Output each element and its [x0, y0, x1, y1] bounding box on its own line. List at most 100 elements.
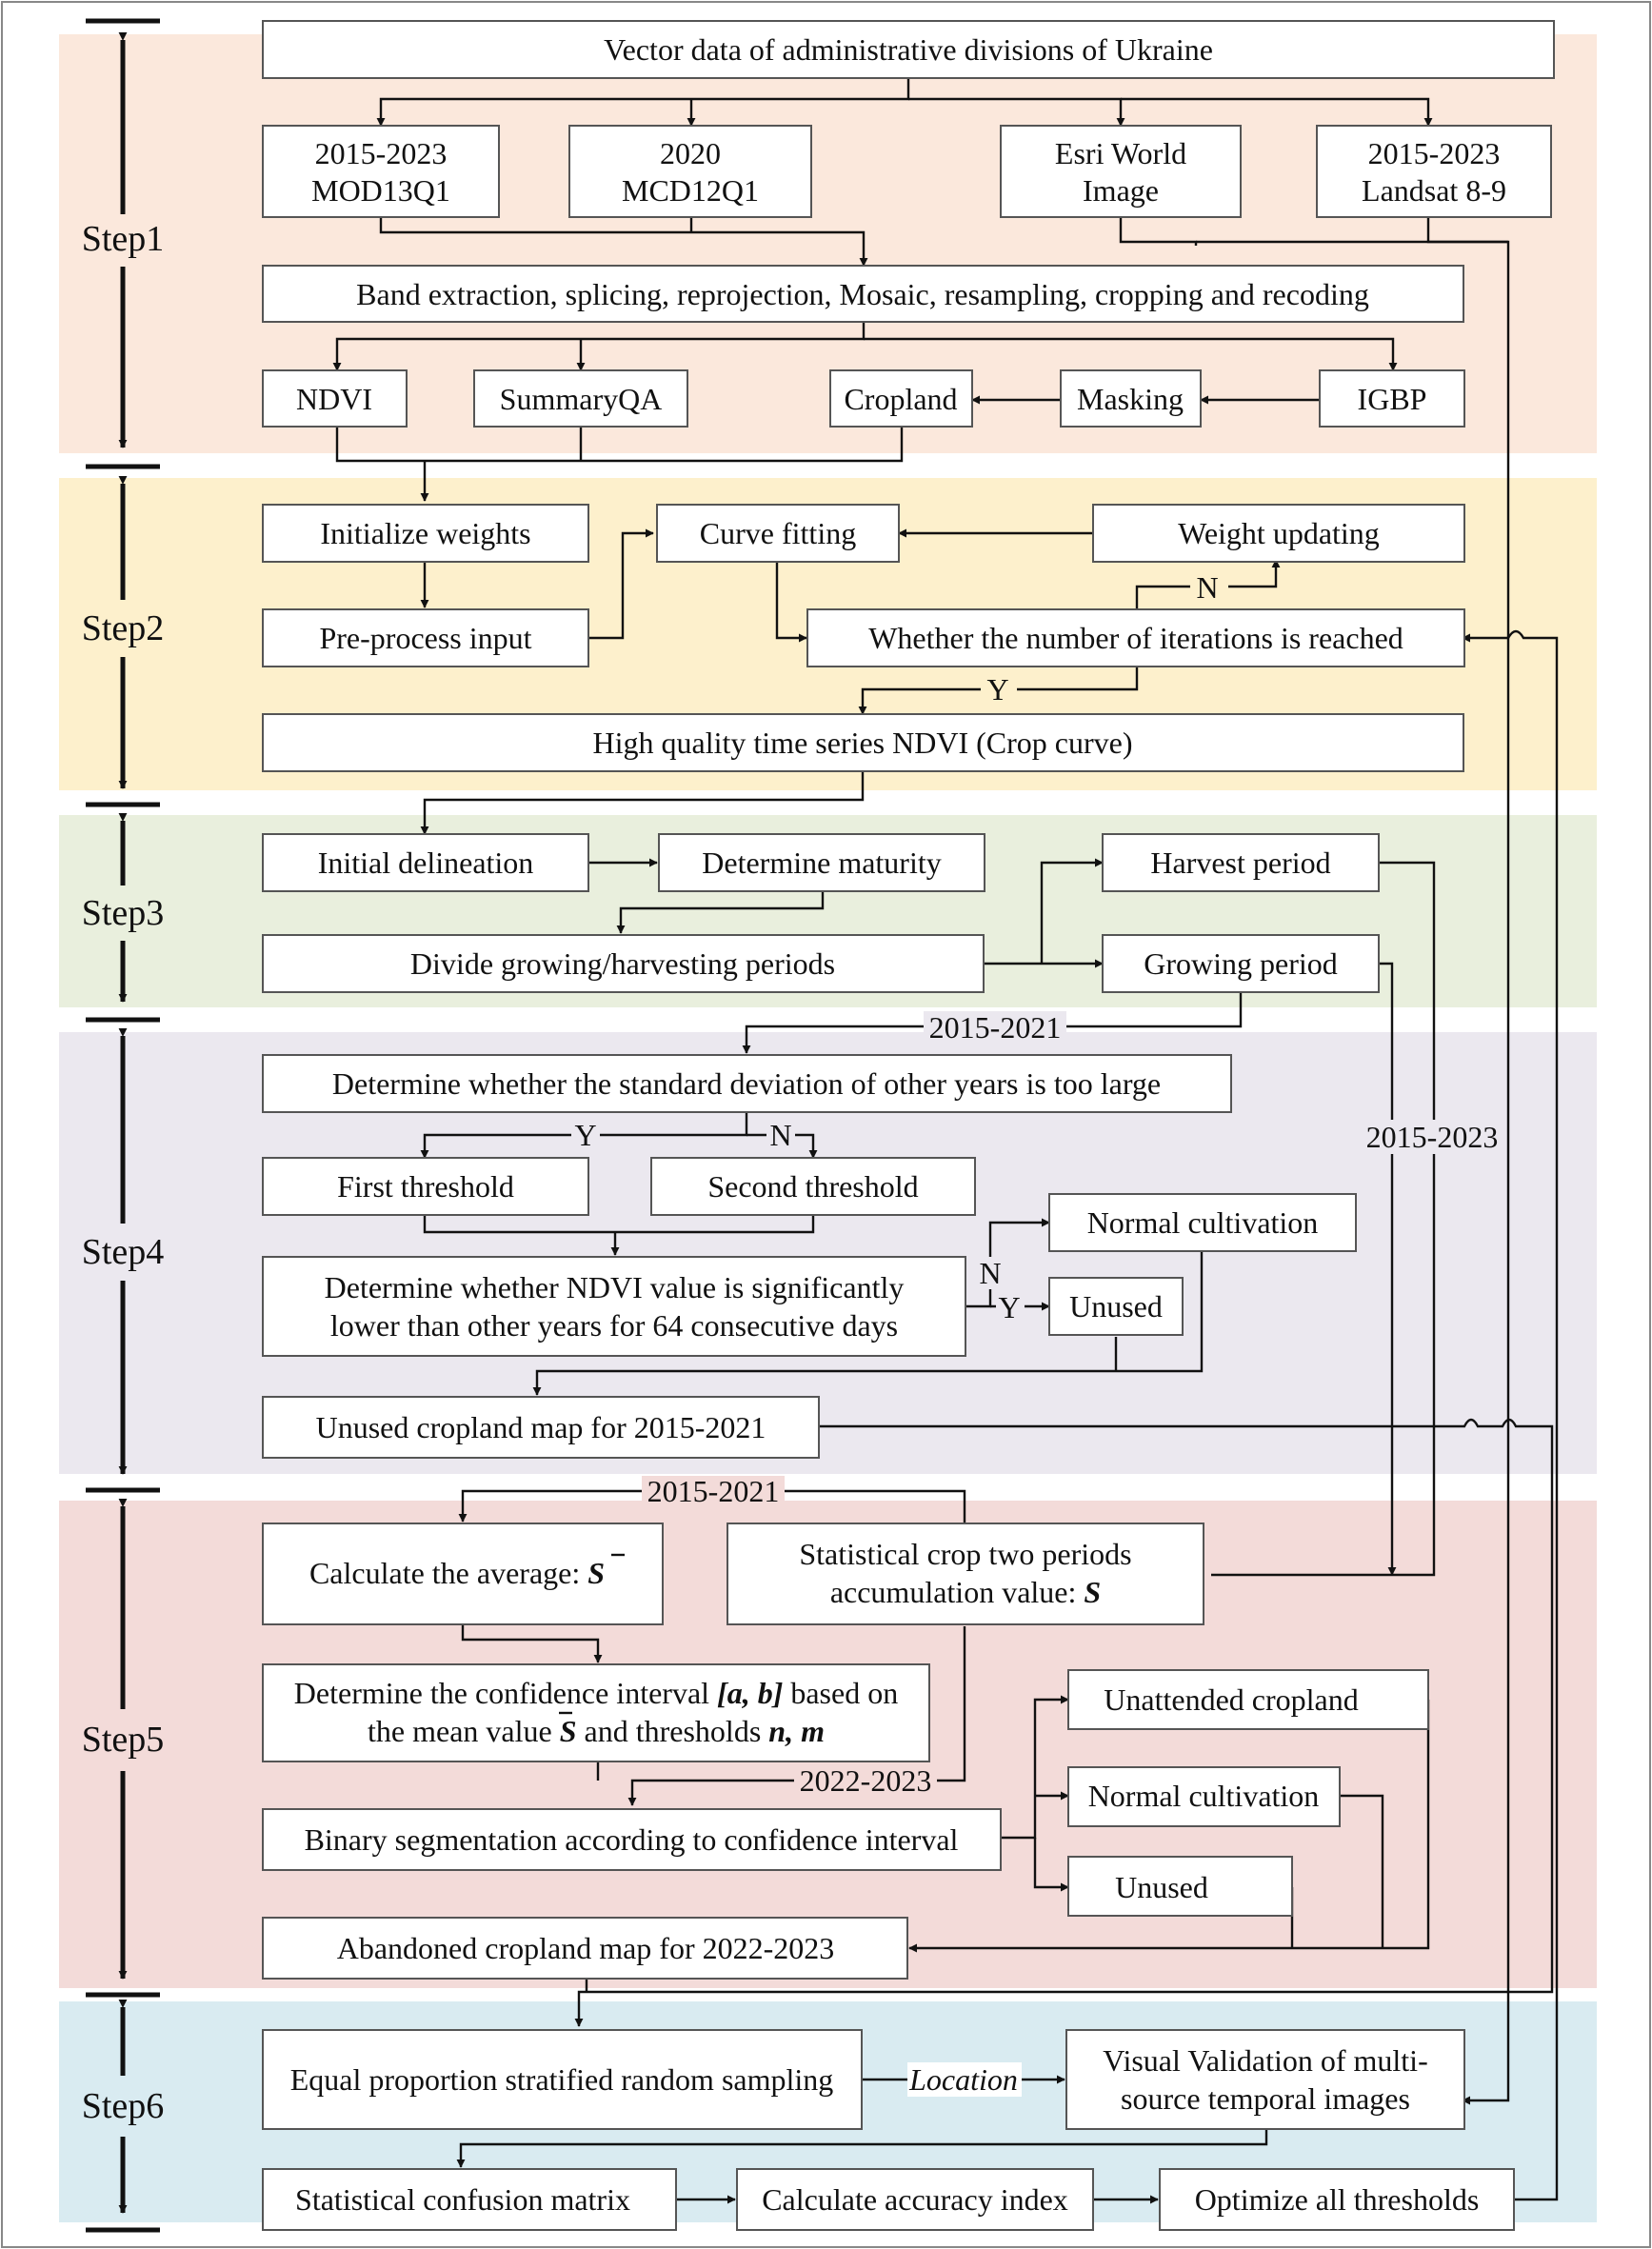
harvest-period-text: Harvest period: [1150, 846, 1330, 880]
divide-periods-text: Divide growing/harvesting periods: [410, 946, 835, 981]
edge-label-location: Location: [908, 2062, 1018, 2097]
abandoned-map-text: Abandoned cropland map for 2022-2023: [337, 1931, 835, 1965]
calc-average-box: [262, 1523, 664, 1625]
curve-fitting-text: Curve fitting: [700, 516, 856, 550]
masking-box: [1060, 369, 1202, 428]
step6-label: Step6: [82, 2086, 165, 2126]
mcd12q1-line2: MCD12Q1: [622, 173, 759, 208]
boxes: Vector data of administrative divisions …: [262, 20, 1555, 2231]
second-threshold-text: Second threshold: [707, 1169, 918, 1204]
edge-label-y-ndvi: Y: [998, 1290, 1020, 1324]
ndvi-lower-box: [262, 1256, 966, 1357]
curve-fitting-box: [656, 504, 900, 563]
ndvi-lower-line2: lower than other years for 64 consecutiv…: [330, 1308, 898, 1343]
ndvi-box: [262, 369, 408, 428]
unused-map-text: Unused cropland map for 2015-2021: [316, 1410, 766, 1444]
unused-4-text: Unused: [1069, 1289, 1163, 1324]
masking-text: Masking: [1077, 382, 1184, 416]
equal-sampling-text: Equal proportion stratified random sampl…: [290, 2062, 834, 2097]
edge-label-n-iter: N: [1196, 570, 1218, 605]
step1-label: Step1: [82, 219, 165, 259]
igbp-box: [1319, 369, 1465, 428]
iterations-text: Whether the number of iterations is reac…: [868, 621, 1403, 655]
binary-seg-text: Binary segmentation according to confide…: [305, 1822, 959, 1857]
edge-label-2015-2021-a: 2015-2021: [929, 1010, 1062, 1045]
connectors: [332, 78, 1559, 2204]
edge-labels: N Y 2015-2021 2015-2023 Y N N Y 2015-202…: [571, 570, 1504, 2097]
optimize-box: [1159, 2168, 1515, 2231]
edge-label-2015-2021-b: 2015-2021: [647, 1474, 780, 1508]
accuracy-index-box: [736, 2168, 1094, 2231]
band-extraction-box: [262, 265, 1464, 323]
optimize-text: Optimize all thresholds: [1195, 2182, 1480, 2217]
mod13q1-line1: 2015-2023: [315, 136, 448, 170]
summaryqa-text: SummaryQA: [500, 382, 663, 416]
confidence-interval-box: [262, 1663, 930, 1762]
edge-label-y-std: Y: [574, 1118, 596, 1152]
unattended-text: Unattended cropland: [1104, 1682, 1358, 1717]
hq-ndvi-text: High quality time series NDVI (Crop curv…: [593, 726, 1133, 760]
preprocess-text: Pre-process input: [319, 621, 531, 655]
initial-delineation-text: Initial delineation: [318, 846, 534, 880]
initialize-weights-box: [262, 504, 589, 563]
normal-cultivation-5-text: Normal cultivation: [1088, 1779, 1320, 1813]
visual-validation-box: [1065, 2029, 1465, 2130]
divide-periods-box: [262, 934, 985, 993]
band-extraction-text: Band extraction, splicing, reprojection,…: [356, 277, 1369, 311]
std-dev-text: Determine whether the standard deviation…: [332, 1066, 1161, 1101]
edge-label-y-iter: Y: [986, 672, 1008, 707]
unused-4-box: [1048, 1277, 1184, 1336]
step5-label: Step5: [82, 1720, 165, 1760]
calc-average-text: Calculate the average: S: [309, 1556, 605, 1590]
ndvi-text: NDVI: [296, 382, 372, 416]
esri-line1: Esri World: [1055, 136, 1186, 170]
ndvi-lower-line1: Determine whether NDVI value is signific…: [325, 1270, 905, 1304]
landsat-line1: 2015-2023: [1368, 136, 1501, 170]
growing-period-box: [1102, 934, 1380, 993]
esri-box: [1000, 125, 1242, 218]
mod13q1-line2: MOD13Q1: [311, 173, 450, 208]
determine-maturity-text: Determine maturity: [702, 846, 941, 880]
first-threshold-box: [262, 1157, 589, 1216]
normal-cultivation-5-box: [1067, 1766, 1341, 1827]
weight-updating-box: [1092, 504, 1465, 563]
unattended-box: [1067, 1669, 1429, 1730]
mod13q1-box: [262, 125, 500, 218]
stat-crop-box: [726, 1523, 1204, 1625]
std-dev-box: [262, 1054, 1232, 1113]
growing-period-text: Growing period: [1144, 946, 1338, 981]
landsat-box: [1316, 125, 1552, 218]
first-threshold-text: First threshold: [337, 1169, 514, 1204]
confusion-matrix-text: Statistical confusion matrix: [295, 2182, 630, 2217]
accuracy-index-text: Calculate accuracy index: [762, 2182, 1068, 2217]
cropland-text: Cropland: [844, 382, 957, 416]
determine-maturity-box: [658, 833, 985, 892]
visual-validation-line2: source temporal images: [1121, 2081, 1410, 2116]
unused-5-box: [1067, 1856, 1293, 1917]
weight-updating-text: Weight updating: [1178, 516, 1380, 550]
landsat-line2: Landsat 8-9: [1362, 173, 1506, 208]
vector-data-text: Vector data of administrative divisions …: [604, 32, 1213, 67]
binary-seg-box: [262, 1808, 1002, 1871]
mcd12q1-line1: 2020: [660, 136, 721, 170]
abandoned-map-box: [262, 1917, 908, 1980]
step2-label: Step2: [82, 608, 165, 648]
equal-sampling-box: [262, 2029, 863, 2130]
step4-label: Step4: [82, 1232, 165, 1272]
normal-cultivation-4-text: Normal cultivation: [1087, 1205, 1319, 1240]
step3-label: Step3: [82, 893, 165, 933]
edge-label-n-std: N: [769, 1118, 791, 1152]
confusion-matrix-box: [262, 2168, 677, 2231]
confidence-interval-line2: the mean value S and thresholds n, m: [368, 1714, 825, 1748]
unused-map-box: [262, 1396, 820, 1459]
vector-data-box: [262, 20, 1555, 79]
edge-label-2015-2023: 2015-2023: [1366, 1120, 1499, 1154]
stat-crop-line2: accumulation value: S: [830, 1575, 1101, 1609]
visual-validation-line1: Visual Validation of multi-: [1103, 2043, 1427, 2078]
confidence-interval-line1: Determine the confidence interval [a, b]…: [294, 1676, 898, 1710]
initialize-weights-text: Initialize weights: [320, 516, 530, 550]
normal-cultivation-4-box: [1048, 1193, 1357, 1252]
unused-5-text: Unused: [1115, 1870, 1208, 1904]
